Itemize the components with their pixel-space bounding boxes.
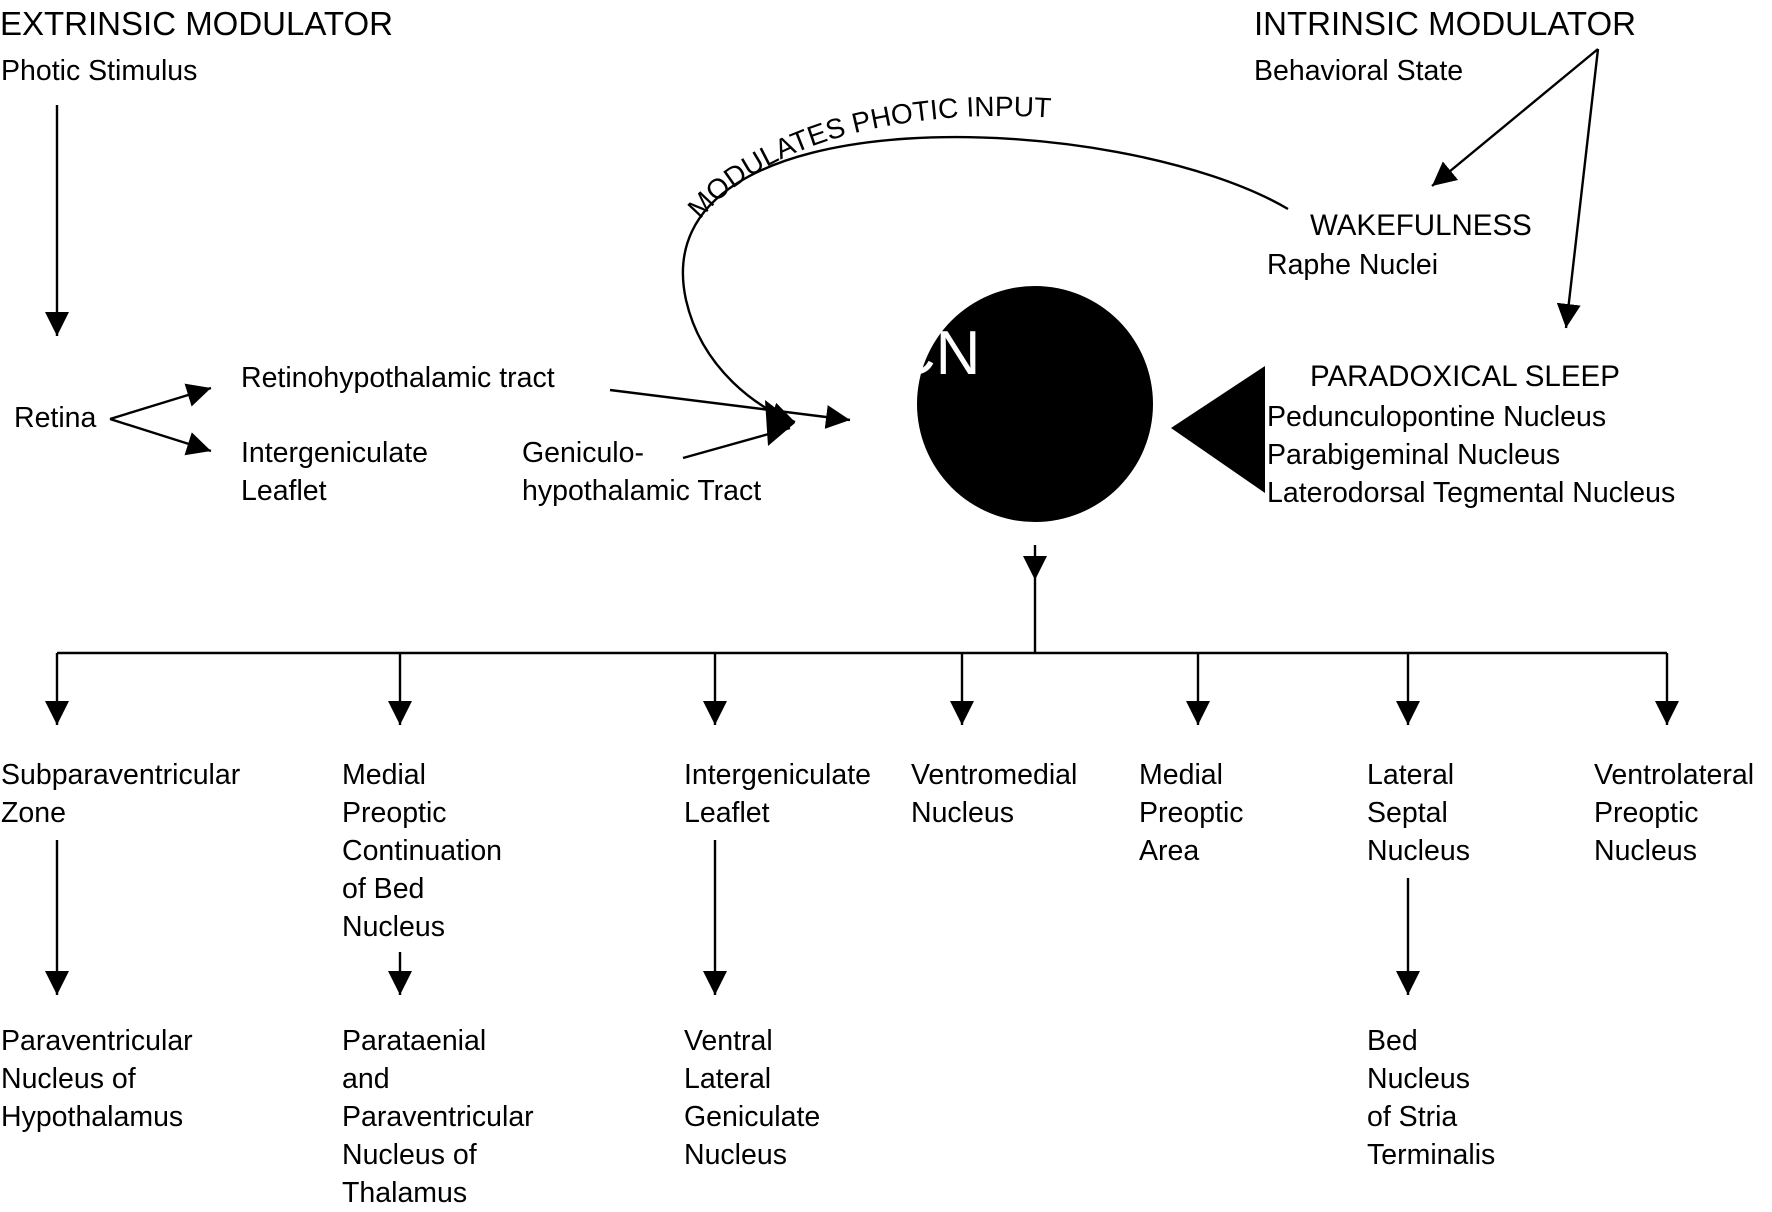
output-lateral-septal-nucleus: Lateral Septal Nucleus	[1367, 759, 1470, 867]
output-ventromedial-nucleus: Ventromedial Nucleus	[911, 759, 1078, 829]
intrinsic-modulator-title: INTRINSIC MODULATOR	[1254, 5, 1636, 42]
paradoxical-input-arrowhead	[1171, 366, 1265, 493]
arrow-modulates-photic-input	[681, 135, 1289, 426]
laterodorsal-tegmental-nucleus-label: Laterodorsal Tegmental Nucleus	[1267, 477, 1676, 509]
pedunculopontine-nucleus-label: Pedunculopontine Nucleus	[1267, 401, 1607, 433]
output-ventrolateral-preoptic-nucleus: Ventrolateral Preoptic Nucleus	[1594, 759, 1755, 867]
extrinsic-modulator-subtitle: Photic Stimulus	[1, 55, 198, 87]
arrow-behavioral-to-paradoxical	[1556, 48, 1600, 329]
convergence-arrowhead	[765, 400, 795, 446]
modulates-photic-input-label: MODULATES PHOTIC INPUT	[682, 91, 1053, 224]
target-paraventricular-nucleus-hypothalamus: Paraventricular Nucleus of Hypothalamus	[1, 1025, 193, 1133]
output-subparaventricular-zone: Subparaventricular Zone	[1, 759, 241, 829]
retinohypothalamic-tract-label: Retinohypothalamic tract	[241, 362, 555, 394]
output-medial-preoptic-continuation: Medial Preoptic Continuation of Bed Nucl…	[342, 759, 503, 943]
intrinsic-modulator-subtitle: Behavioral State	[1254, 55, 1464, 87]
wakefulness-title: WAKEFULNESS	[1310, 209, 1532, 242]
scn-label: SCN	[849, 319, 981, 388]
output-medial-preoptic-area: Medial Preoptic Area	[1139, 759, 1244, 867]
raphe-nuclei-label: Raphe Nuclei	[1267, 249, 1439, 281]
paradoxical-sleep-title: PARADOXICAL SLEEP	[1310, 360, 1620, 393]
arrow-retina-to-igl	[109, 417, 212, 456]
arrow-retina-to-rht	[109, 383, 212, 421]
geniculohypothalamic-tract-label: Geniculo- hypothalamic Tract	[522, 437, 762, 507]
target-ventral-lateral-geniculate-nucleus: Ventral Lateral Geniculate Nucleus	[684, 1025, 821, 1171]
target-parataenial-paraventricular-thalamus: Parataenial and Paraventricular Nucleus …	[342, 1025, 534, 1209]
scn-node	[917, 286, 1153, 522]
retina-label: Retina	[14, 402, 97, 434]
extrinsic-modulator-title: EXTRINSIC MODULATOR	[0, 5, 393, 42]
arrow-behavioral-to-wakefulness	[1431, 48, 1599, 187]
intergeniculate-leaflet-input-label: Intergeniculate Leaflet	[241, 437, 428, 507]
parabigeminal-nucleus-label: Parabigeminal Nucleus	[1267, 439, 1561, 471]
arrow-rht-to-scn	[609, 388, 851, 429]
output-intergeniculate-leaflet: Intergeniculate Leaflet	[684, 759, 871, 829]
connection-lines	[45, 48, 1679, 995]
target-bed-nucleus-stria-terminalis: Bed Nucleus of Stria Terminalis	[1367, 1025, 1496, 1171]
